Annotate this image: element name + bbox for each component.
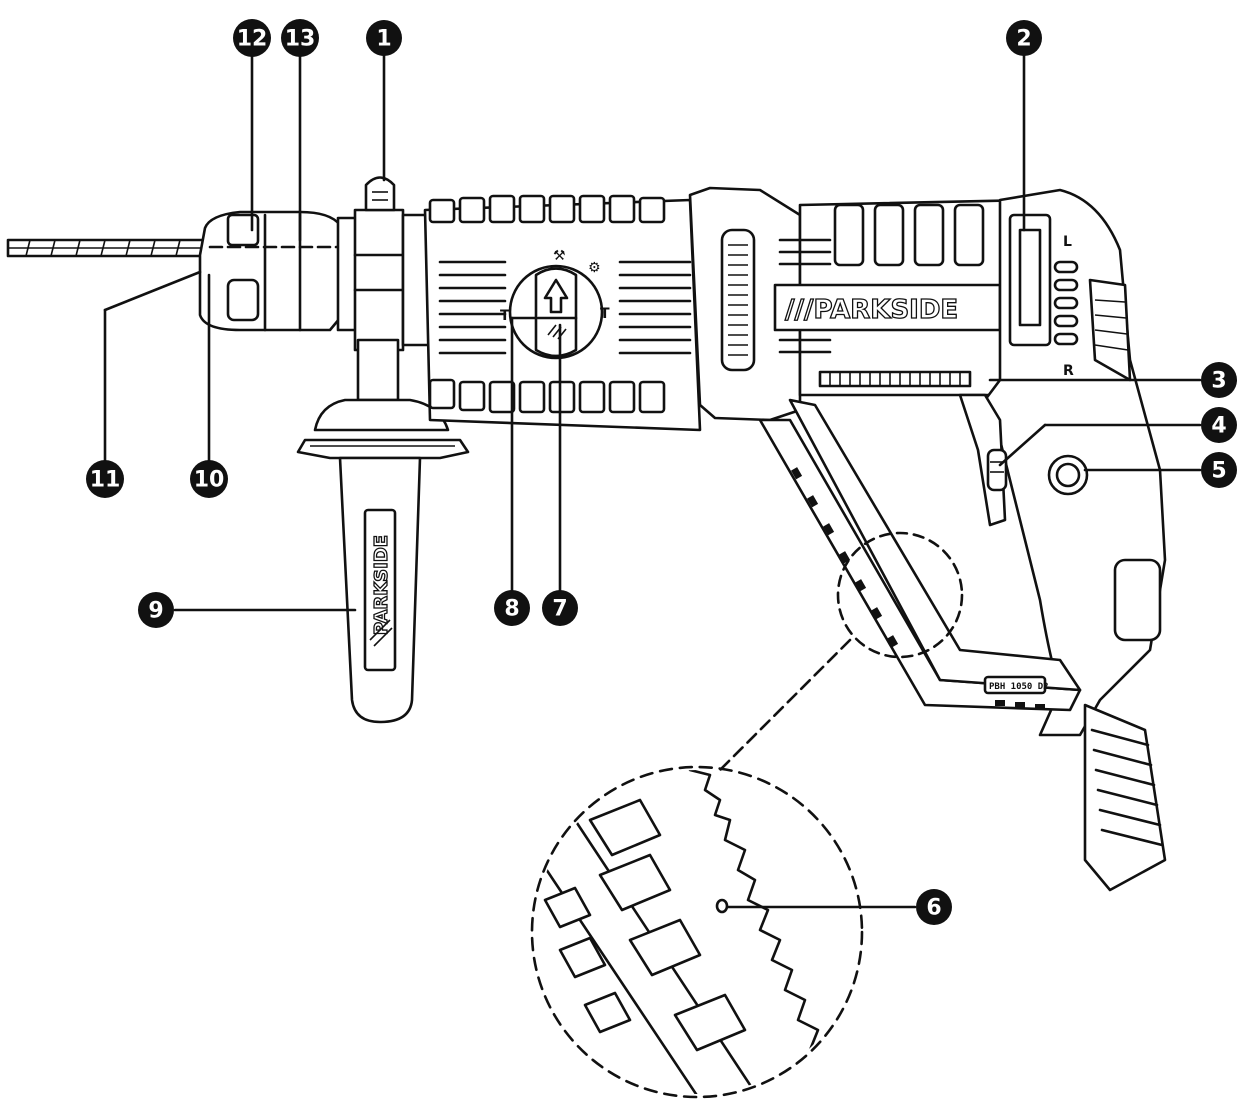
- leader-lines: [103, 53, 1202, 909]
- switch-mark-left: L: [1063, 234, 1072, 250]
- callout-9: 9: [138, 592, 174, 628]
- callout-3-label: 3: [1211, 369, 1226, 394]
- callout-9-label: 9: [148, 599, 163, 624]
- callout-5-label: 5: [1211, 459, 1226, 484]
- callout-3: 3: [1201, 362, 1237, 398]
- callout-13: 13: [281, 19, 319, 57]
- rear-handle: L R: [958, 188, 1167, 892]
- motor-housing: ///PARKSIDE: [688, 186, 1042, 422]
- model-label: PBH 1050 D2: [989, 682, 1049, 692]
- callout-6: 6: [916, 889, 952, 925]
- callout-1: 1: [366, 20, 402, 56]
- svg-text:T: T: [500, 308, 510, 324]
- brace-arm: PBH 1050 D2: [758, 398, 1082, 712]
- handle-brand-text: PARKSIDE: [371, 535, 392, 635]
- callout-10-label: 10: [194, 468, 225, 493]
- housing-brand-text: ///PARKSIDE: [785, 295, 958, 325]
- callout-7: 7: [542, 590, 578, 626]
- callout-5: 5: [1201, 452, 1237, 488]
- callout-1-label: 1: [376, 27, 391, 52]
- callout-12-label: 12: [237, 27, 268, 52]
- svg-text:⚒: ⚒: [553, 248, 566, 264]
- callout-8: 8: [494, 590, 530, 626]
- callout-7-label: 7: [552, 597, 567, 622]
- callout-10: 10: [190, 460, 228, 498]
- drill-bit: [6, 238, 220, 258]
- detail-magnifier: [530, 531, 964, 1099]
- callout-8-label: 8: [504, 597, 519, 622]
- switch-mark-right: R: [1063, 363, 1074, 379]
- svg-text:T: T: [600, 306, 610, 322]
- callout-6-label: 6: [926, 896, 941, 921]
- callout-2: 2: [1006, 20, 1042, 56]
- callout-12: 12: [233, 19, 271, 57]
- mode-selector-dial: ⚒ ⚙ T T: [500, 248, 610, 360]
- callout-11: 11: [86, 460, 124, 498]
- auxiliary-handle: PARKSIDE: [296, 338, 470, 724]
- svg-text:⚙: ⚙: [588, 260, 601, 276]
- callout-4-label: 4: [1211, 414, 1226, 439]
- callout-4: 4: [1201, 407, 1237, 443]
- callout-2-label: 2: [1016, 27, 1031, 52]
- depth-stop-mount: [353, 176, 431, 352]
- callout-13-label: 13: [285, 27, 316, 52]
- callout-11-label: 11: [90, 468, 121, 493]
